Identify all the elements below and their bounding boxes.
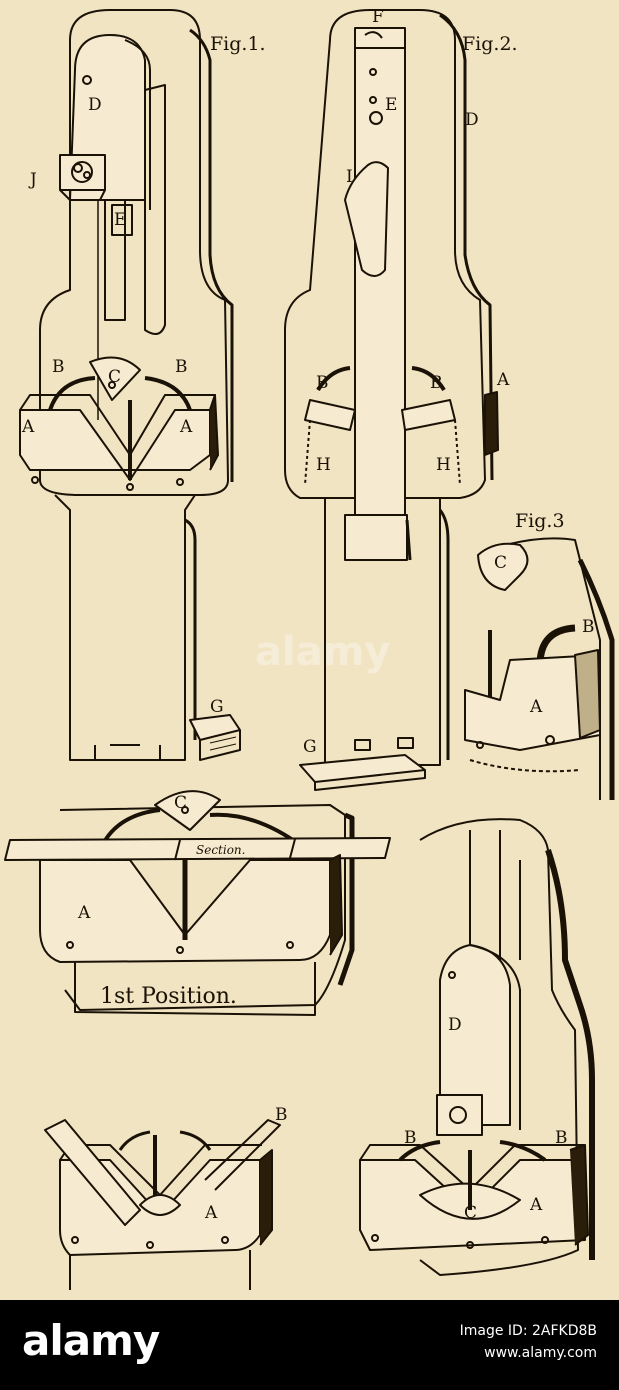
fig1-part-b-right: B <box>175 357 188 377</box>
fig3-drawing <box>464 537 615 800</box>
fig2-part-e: E <box>385 95 397 115</box>
bottom-right-labels: D B B C A <box>404 1015 568 1223</box>
position1-part-a: A <box>77 903 91 923</box>
watermark-layer: alamy <box>255 629 390 675</box>
fig1-part-a-right: A <box>179 417 193 437</box>
fig1-part-a-left: A <box>21 417 35 437</box>
position1-labels: C A Section. 1st Position. <box>77 793 245 1009</box>
position1-drawing <box>4 790 391 1016</box>
bottom-right-part-d: D <box>448 1015 462 1035</box>
engraving-plate: Fig.1. D J E B B C A A G Fig.2. F D E I … <box>4 7 615 1290</box>
bottom-right-part-b-left: B <box>404 1128 417 1148</box>
fig1-labels: Fig.1. D J E B B C A A G <box>21 33 266 717</box>
fig2-part-g: G <box>303 737 317 757</box>
bottom-right-part-b-right: B <box>555 1128 568 1148</box>
footer-url: www.alamy.com <box>484 1345 597 1361</box>
bottom-right-part-c: C <box>464 1203 477 1223</box>
fig1-drawing <box>19 9 241 761</box>
fig2-part-i: I <box>346 167 353 187</box>
fig1-part-e: E <box>114 210 126 230</box>
fig3-title: Fig.3 <box>515 510 565 532</box>
fig1-part-d: D <box>88 95 102 115</box>
fig2-title: Fig.2. <box>462 33 518 55</box>
bottom-right-drawing <box>359 818 595 1276</box>
fig2-drawing <box>284 9 499 791</box>
fig1-part-b-left: B <box>52 357 65 377</box>
footer-bar: alamy Image ID: 2AFKD8B www.alamy.com <box>0 1300 619 1390</box>
fig2-part-h-right: H <box>436 455 451 475</box>
fig1-part-g: G <box>210 697 224 717</box>
fig2-part-h-left: H <box>316 455 331 475</box>
fig3-part-a: A <box>529 697 543 717</box>
fig2-part-b-right: B <box>430 373 443 393</box>
fig1-title: Fig.1. <box>210 33 266 55</box>
fig3-part-b: B <box>582 617 595 637</box>
bottom-left-drawing <box>44 1119 281 1290</box>
fig1-part-j: J <box>28 170 37 190</box>
bottom-left-part-b: B <box>275 1105 288 1125</box>
footer-image-info: Image ID: 2AFKD8B www.alamy.com <box>460 1320 597 1364</box>
fig2-part-f: F <box>372 7 384 27</box>
bottom-left-part-a: A <box>204 1203 218 1223</box>
footer-brand-logo: alamy <box>22 1316 160 1365</box>
fig2-part-b-left: B <box>316 373 329 393</box>
position1-part-c: C <box>174 793 187 813</box>
fig1-part-c: C <box>108 367 121 387</box>
watermark-text: alamy <box>255 629 390 675</box>
position1-caption: 1st Position. <box>100 984 237 1009</box>
fig2-part-d: D <box>465 110 479 130</box>
footer-image-id: Image ID: 2AFKD8B <box>459 1323 597 1339</box>
fig3-labels: Fig.3 C B A <box>494 510 595 717</box>
section-label: Section. <box>196 843 245 857</box>
fig2-part-a: A <box>496 370 510 390</box>
fig2-labels: Fig.2. F D E I B B A H H G <box>303 7 518 757</box>
bottom-right-part-a: A <box>529 1195 543 1215</box>
bottom-left-labels: B A <box>204 1105 288 1223</box>
fig3-part-c: C <box>494 553 507 573</box>
